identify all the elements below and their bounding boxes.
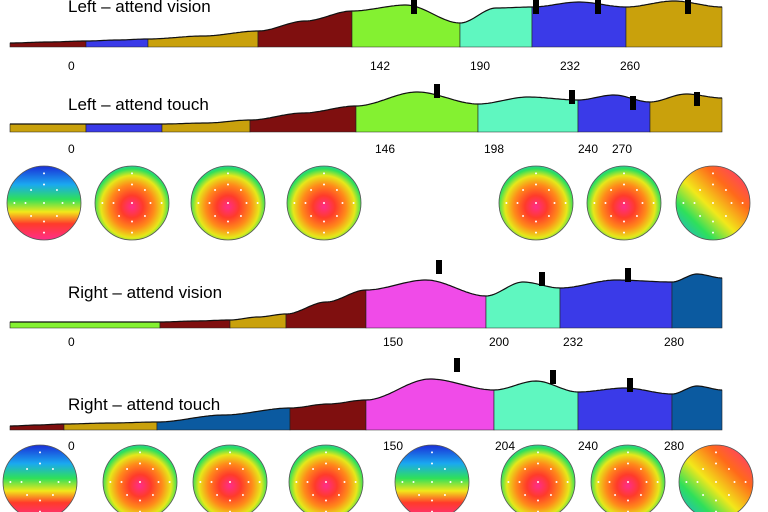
panel-title: Right – attend vision	[68, 283, 222, 302]
tick-label: 0	[68, 439, 75, 453]
peak-marker	[533, 0, 539, 14]
topographic-map	[498, 165, 574, 241]
peak-marker	[625, 268, 631, 282]
segment-5	[351, 4, 461, 48]
topographic-map	[500, 444, 576, 512]
tick-labels: 0 150 200 232 280	[68, 335, 684, 349]
topographic-map	[94, 165, 170, 241]
segment-4	[285, 289, 367, 329]
tick-label: 0	[68, 59, 75, 73]
gfp-curve	[10, 378, 723, 427]
panel-left-touch: Left – attend touch 0 146 198 240 270	[9, 84, 723, 156]
tick-label: 200	[489, 335, 509, 349]
tick-label: 146	[375, 142, 395, 156]
tick-label: 270	[612, 142, 632, 156]
topomap-row-2	[2, 444, 754, 512]
topographic-map	[590, 444, 666, 512]
segment-8	[671, 273, 723, 329]
topomap-row-1	[6, 165, 751, 241]
tick-label: 240	[578, 142, 598, 156]
topographic-map	[2, 444, 78, 512]
tick-labels: 0 146 198 240 270	[68, 142, 632, 156]
topographic-map	[190, 165, 266, 241]
tick-label: 260	[620, 59, 640, 73]
segment-3	[161, 119, 251, 133]
peak-marker	[454, 358, 460, 372]
segment-3	[147, 30, 259, 48]
topographic-map	[586, 165, 662, 241]
tick-labels: 0 142 190 232 260	[68, 59, 640, 73]
panel-left-vision: Left – attend vision 0 142 190 232 260	[9, 0, 723, 73]
tick-label: 280	[664, 335, 684, 349]
segment-7	[559, 279, 673, 329]
topographic-map	[678, 444, 754, 512]
panel-right-vision: Right – attend vision 0 150 200 232 280	[9, 260, 723, 349]
peak-marker	[685, 0, 691, 14]
tick-label: 204	[495, 439, 515, 453]
segment-8	[625, 0, 723, 48]
tick-label: 0	[68, 142, 75, 156]
tick-label: 198	[484, 142, 504, 156]
topographic-map	[102, 444, 178, 512]
segment-3	[229, 313, 287, 329]
panel-title: Left – attend touch	[68, 95, 209, 114]
topographic-map	[6, 165, 82, 241]
tick-label: 232	[563, 335, 583, 349]
peak-marker	[627, 378, 633, 392]
segments	[9, 273, 723, 329]
tick-label: 142	[370, 59, 390, 73]
segment-7	[577, 387, 673, 431]
gfp-curve	[10, 273, 723, 323]
segment-6	[459, 6, 533, 48]
peak-markers	[434, 84, 700, 110]
tick-label: 150	[383, 439, 403, 453]
peak-markers	[454, 358, 633, 392]
peak-marker	[434, 84, 440, 98]
topographic-map	[288, 444, 364, 512]
topographic-map	[675, 165, 751, 241]
segment-5	[365, 378, 495, 431]
tick-label: 240	[578, 439, 598, 453]
panel-title: Right – attend touch	[68, 395, 220, 414]
segment-5	[355, 91, 479, 133]
tick-label: 280	[664, 439, 684, 453]
segments	[9, 0, 723, 48]
gfp-curve	[10, 0, 722, 44]
panel-right-touch: Right – attend touch 0 150 204 240 280	[9, 358, 723, 453]
tick-label: 190	[470, 59, 490, 73]
peak-marker	[630, 96, 636, 110]
peak-marker	[595, 0, 601, 14]
peak-marker	[694, 92, 700, 106]
gfp-curve	[10, 91, 722, 125]
segment-6	[485, 281, 561, 329]
segment-1	[9, 321, 161, 329]
tick-label: 0	[68, 335, 75, 349]
tick-label: 150	[383, 335, 403, 349]
peak-marker	[411, 0, 417, 14]
peak-markers	[411, 0, 691, 14]
peak-marker	[550, 370, 556, 384]
peak-markers	[436, 260, 631, 286]
peak-marker	[569, 90, 575, 104]
peak-marker	[539, 272, 545, 286]
topographic-map	[394, 444, 470, 512]
segment-1	[9, 123, 87, 133]
segments	[9, 378, 723, 431]
tick-label: 232	[560, 59, 580, 73]
segment-2	[85, 123, 163, 133]
topographic-map	[192, 444, 268, 512]
tick-labels: 0 150 204 240 280	[68, 439, 684, 453]
panel-title: Left – attend vision	[68, 0, 211, 16]
segment-7	[531, 1, 627, 48]
topographic-map	[286, 165, 362, 241]
peak-marker	[436, 260, 442, 274]
